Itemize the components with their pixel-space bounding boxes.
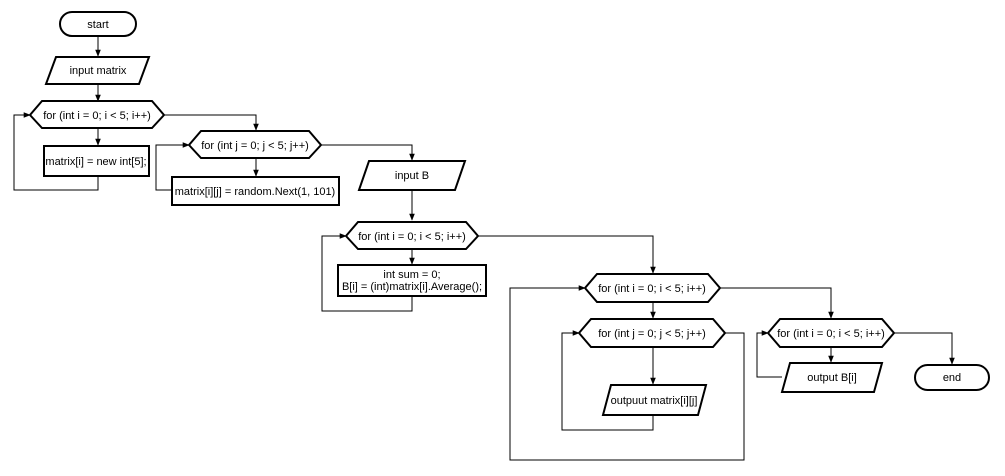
node-start: start bbox=[59, 11, 137, 37]
end-label: end bbox=[943, 372, 961, 384]
loop-j-print-label: for (int j = 0; j < 5; j++) bbox=[598, 328, 706, 340]
edge-loop-avg-to-print bbox=[478, 235, 656, 274]
output-b-label: output B[i] bbox=[807, 372, 857, 384]
node-input-matrix: input matrix bbox=[44, 56, 151, 85]
avg-assign-label: B[i] = (int)matrix[i].Average(); bbox=[342, 281, 482, 293]
node-avg-body: int sum = 0; B[i] = (int)matrix[i].Avera… bbox=[337, 264, 487, 297]
fill-random-label: matrix[i][j] = random.Next(1, 101) bbox=[175, 186, 335, 198]
output-matrix-label: outpuut matrix[i][j] bbox=[611, 395, 698, 407]
node-input-b: input B bbox=[357, 160, 467, 191]
node-loop-i-avg: for (int i = 0; i < 5; i++) bbox=[344, 221, 480, 250]
start-label: start bbox=[87, 19, 108, 31]
edge-loop-out-b-to-end bbox=[894, 332, 955, 365]
alloc-row-label: matrix[i] = new int[5]; bbox=[45, 156, 146, 168]
connectors bbox=[13, 36, 955, 461]
node-loop-j-print: for (int j = 0; j < 5; j++) bbox=[577, 318, 727, 348]
loop-i-print-label: for (int i = 0; i < 5; i++) bbox=[598, 283, 706, 295]
edge-fill-back-loop-j bbox=[155, 142, 190, 191]
edge-alloc-back-loop-i bbox=[13, 112, 99, 191]
node-output-b: output B[i] bbox=[780, 362, 884, 393]
edge-loop-i-to-loop-j bbox=[163, 114, 259, 131]
loop-i-alloc-label: for (int i = 0; i < 5; i++) bbox=[43, 110, 151, 122]
edge-loop-j-to-input-b bbox=[321, 144, 415, 161]
edge-avg-body-back bbox=[321, 233, 413, 312]
edge-output-b-back bbox=[756, 330, 782, 378]
node-loop-i-alloc: for (int i = 0; i < 5; i++) bbox=[28, 100, 166, 129]
node-end: end bbox=[914, 364, 990, 391]
loop-j-fill-label: for (int j = 0; j < 5; j++) bbox=[201, 140, 309, 152]
edge-output-back-loop-j bbox=[561, 330, 654, 431]
node-output-matrix: outpuut matrix[i][j] bbox=[601, 384, 708, 416]
input-matrix-label: input matrix bbox=[70, 65, 127, 77]
edge-loop-j-exit-back-loop-i bbox=[509, 285, 745, 461]
edge-loop-print-to-out-b bbox=[720, 287, 834, 319]
node-loop-j-fill: for (int j = 0; j < 5; j++) bbox=[187, 130, 323, 159]
loop-i-avg-label: for (int i = 0; i < 5; i++) bbox=[358, 231, 466, 243]
node-fill-random: matrix[i][j] = random.Next(1, 101) bbox=[171, 176, 340, 206]
node-loop-i-out-b: for (int i = 0; i < 5; i++) bbox=[766, 318, 896, 348]
loop-i-out-b-label: for (int i = 0; i < 5; i++) bbox=[777, 328, 885, 340]
node-alloc-row: matrix[i] = new int[5]; bbox=[43, 145, 150, 177]
input-b-label: input B bbox=[395, 170, 429, 182]
node-loop-i-print: for (int i = 0; i < 5; i++) bbox=[583, 273, 722, 303]
sum-init-label: int sum = 0; bbox=[383, 269, 440, 281]
